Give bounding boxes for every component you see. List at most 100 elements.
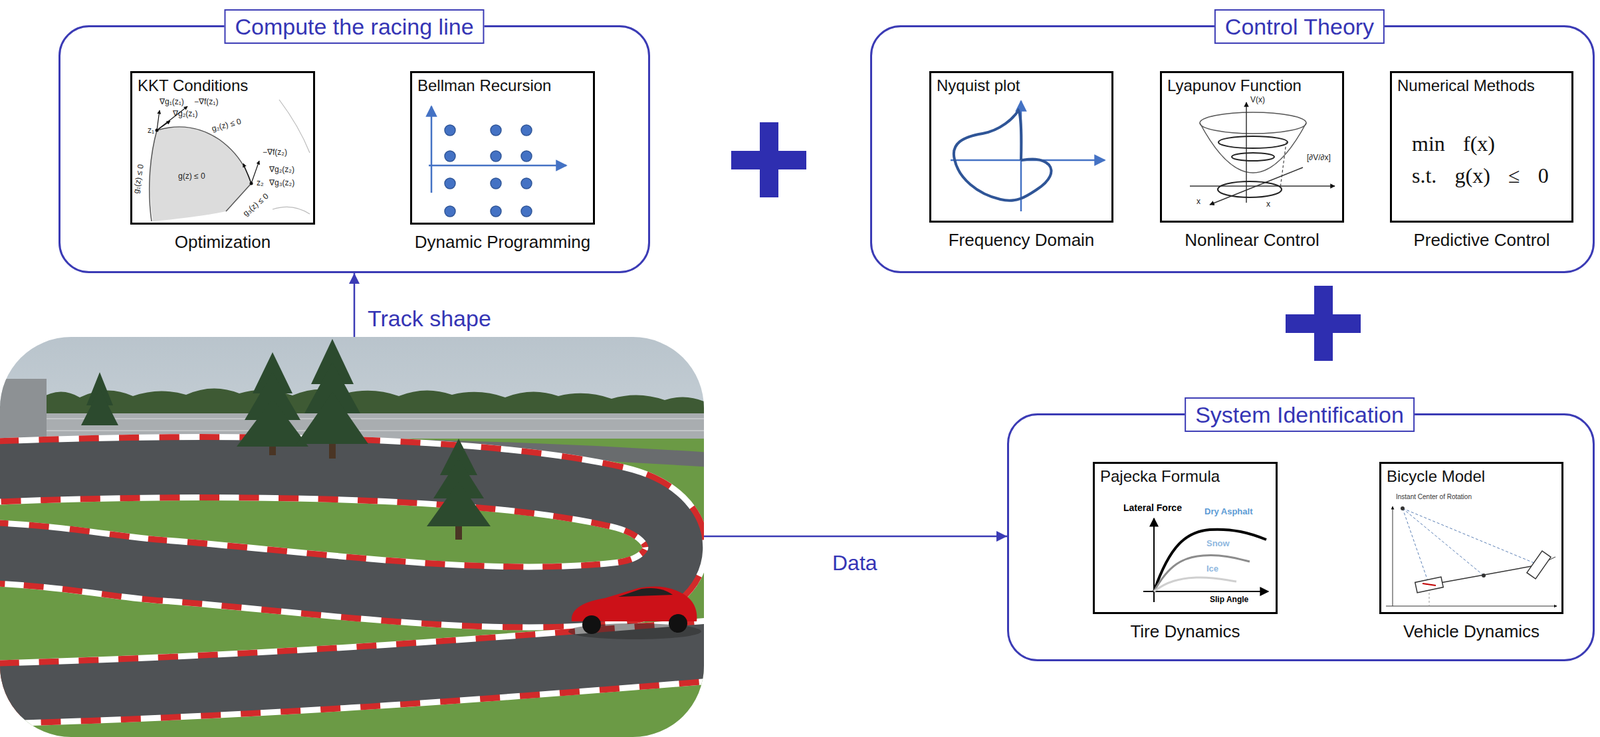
lyapunov-bowl [1199, 112, 1307, 134]
panel-title: Pajecka Formula [1100, 467, 1220, 486]
figure-label: Dry Asphalt [1204, 506, 1253, 518]
kkt-sketch [149, 99, 310, 222]
panel-title: Lyapunov Function [1167, 76, 1302, 96]
group-heading: Control Theory [1214, 8, 1385, 44]
figure-label: z₂ [256, 178, 264, 188]
panel-caption: Vehicle Dynamics [1403, 621, 1540, 643]
bellman-grid [490, 206, 502, 217]
bicycle-model-sketch [1526, 551, 1551, 579]
race-track-photo [0, 648, 704, 695]
panel-caption: Nonlinear Control [1184, 229, 1319, 251]
figure-label: g₁(z) ≤ 0 [130, 163, 146, 195]
bicycle-model-sketch [1429, 565, 1539, 585]
bicycle-model-sketch [1402, 508, 1484, 576]
race-track-photo [618, 588, 673, 597]
figure-label: ∇g₃(z₂) [269, 178, 295, 188]
connector-arrow [703, 535, 1008, 538]
figure-label: ∇g₂(z₁) [172, 109, 198, 119]
figure-label: Instant Center of Rotation [1395, 493, 1472, 502]
group-frame: System IdentificationPajecka FormulaTire… [1007, 413, 1595, 662]
figure-label: [∂V/∂x] [1306, 152, 1331, 163]
figure-label: ∇g₂(z₂) [269, 164, 295, 175]
bicycle-model-sketch [1385, 506, 1557, 607]
race-track-photo [81, 388, 119, 426]
lyapunov-bowl [1218, 136, 1288, 149]
figure-panel: KKT ConditionsOptimization [130, 71, 316, 225]
panel-title: Bellman Recursion [417, 76, 552, 96]
bicycle-model-sketch [1402, 508, 1539, 566]
connector-label: Track shape [367, 305, 492, 333]
panel-caption: Dynamic Programming [414, 231, 591, 253]
kkt-sketch [272, 206, 310, 215]
race-track-photo [0, 648, 704, 695]
bellman-grid [430, 106, 433, 193]
lyapunov-bowl [1280, 142, 1287, 189]
bellman-grid [444, 124, 456, 136]
nyquist-curve [950, 101, 1105, 212]
race-track-photo [0, 467, 704, 695]
bellman-grid [521, 206, 532, 217]
kkt-sketch [243, 163, 252, 184]
panel-caption: Frequency Domain [948, 229, 1095, 251]
race-track-photo [296, 392, 369, 445]
kkt-sketch [226, 183, 252, 212]
figure-label: Ice [1206, 563, 1219, 575]
tire-curve-plot [1143, 518, 1269, 603]
panel-title: KKT Conditions [137, 76, 248, 96]
panel-caption: Predictive Control [1413, 229, 1550, 251]
group-frame: Control TheoryNyquist plotFrequency Doma… [870, 25, 1595, 274]
bellman-grid [521, 124, 532, 136]
group-frame: Compute the racing lineKKT ConditionsOpt… [58, 25, 651, 274]
figure-label: g₃(z) ≤ 0 [241, 191, 271, 219]
race-track-photo [0, 467, 676, 597]
figure-panel: Bicycle ModelVehicle Dynamics [1379, 461, 1564, 615]
bicycle-model-sketch [1392, 506, 1394, 607]
race-track-photo [0, 467, 676, 597]
panel-title: Nyquist plot [936, 76, 1020, 96]
bellman-grid [428, 164, 567, 167]
race-track-photo [0, 648, 704, 695]
track-photo [0, 337, 704, 737]
figure-panel: Nyquist plotFrequency Domain [929, 71, 1114, 223]
figure-label: g₂(z) ≤ 0 [210, 116, 242, 134]
figure-label: Slip Angle [1209, 594, 1249, 605]
figure-label: Snow [1206, 538, 1230, 550]
race-track-photo [0, 467, 676, 597]
plus-sign [1314, 285, 1333, 361]
bicycle-model-sketch [1422, 583, 1436, 586]
group-heading: Compute the racing line [224, 8, 484, 44]
group-heading: System Identification [1184, 396, 1415, 432]
race-track-photo [668, 614, 688, 633]
kkt-sketch [249, 182, 254, 186]
panel-title: Bicycle Model [1386, 467, 1486, 486]
lyapunov-bowl [1189, 185, 1335, 187]
tire-curve-plot [1153, 529, 1267, 592]
bellman-grid [490, 178, 502, 189]
bellman-grid [444, 178, 456, 189]
race-track-photo [329, 442, 336, 459]
bellman-grid [490, 150, 502, 162]
panel-caption: Tire Dynamics [1130, 621, 1240, 643]
race-track-photo [0, 337, 704, 737]
formula-line: min f(x) [1411, 131, 1495, 157]
bellman-grid [444, 150, 456, 162]
panel-caption: Optimization [174, 231, 272, 253]
bellman-grid [521, 178, 532, 189]
figure-panel: Lyapunov FunctionNonlinear Control [1159, 71, 1345, 223]
nyquist-curve [953, 110, 1052, 201]
race-track-photo [582, 615, 601, 635]
race-track-photo [455, 525, 462, 540]
figure-label: g(z) ≤ 0 [178, 171, 206, 181]
formula-line: s.t. g(x) ≤ 0 [1411, 163, 1549, 189]
bicycle-model-sketch [1385, 606, 1557, 607]
figure-panel: Pajecka FormulaTire Dynamics [1092, 461, 1278, 615]
tire-curve-plot [1153, 577, 1237, 592]
bellman-grid [521, 150, 532, 162]
race-track-photo [81, 339, 491, 540]
bellman-grid [444, 206, 456, 217]
lyapunov-bowl [1209, 167, 1303, 205]
figure-label: ∇g₁(z₁) [159, 97, 185, 107]
